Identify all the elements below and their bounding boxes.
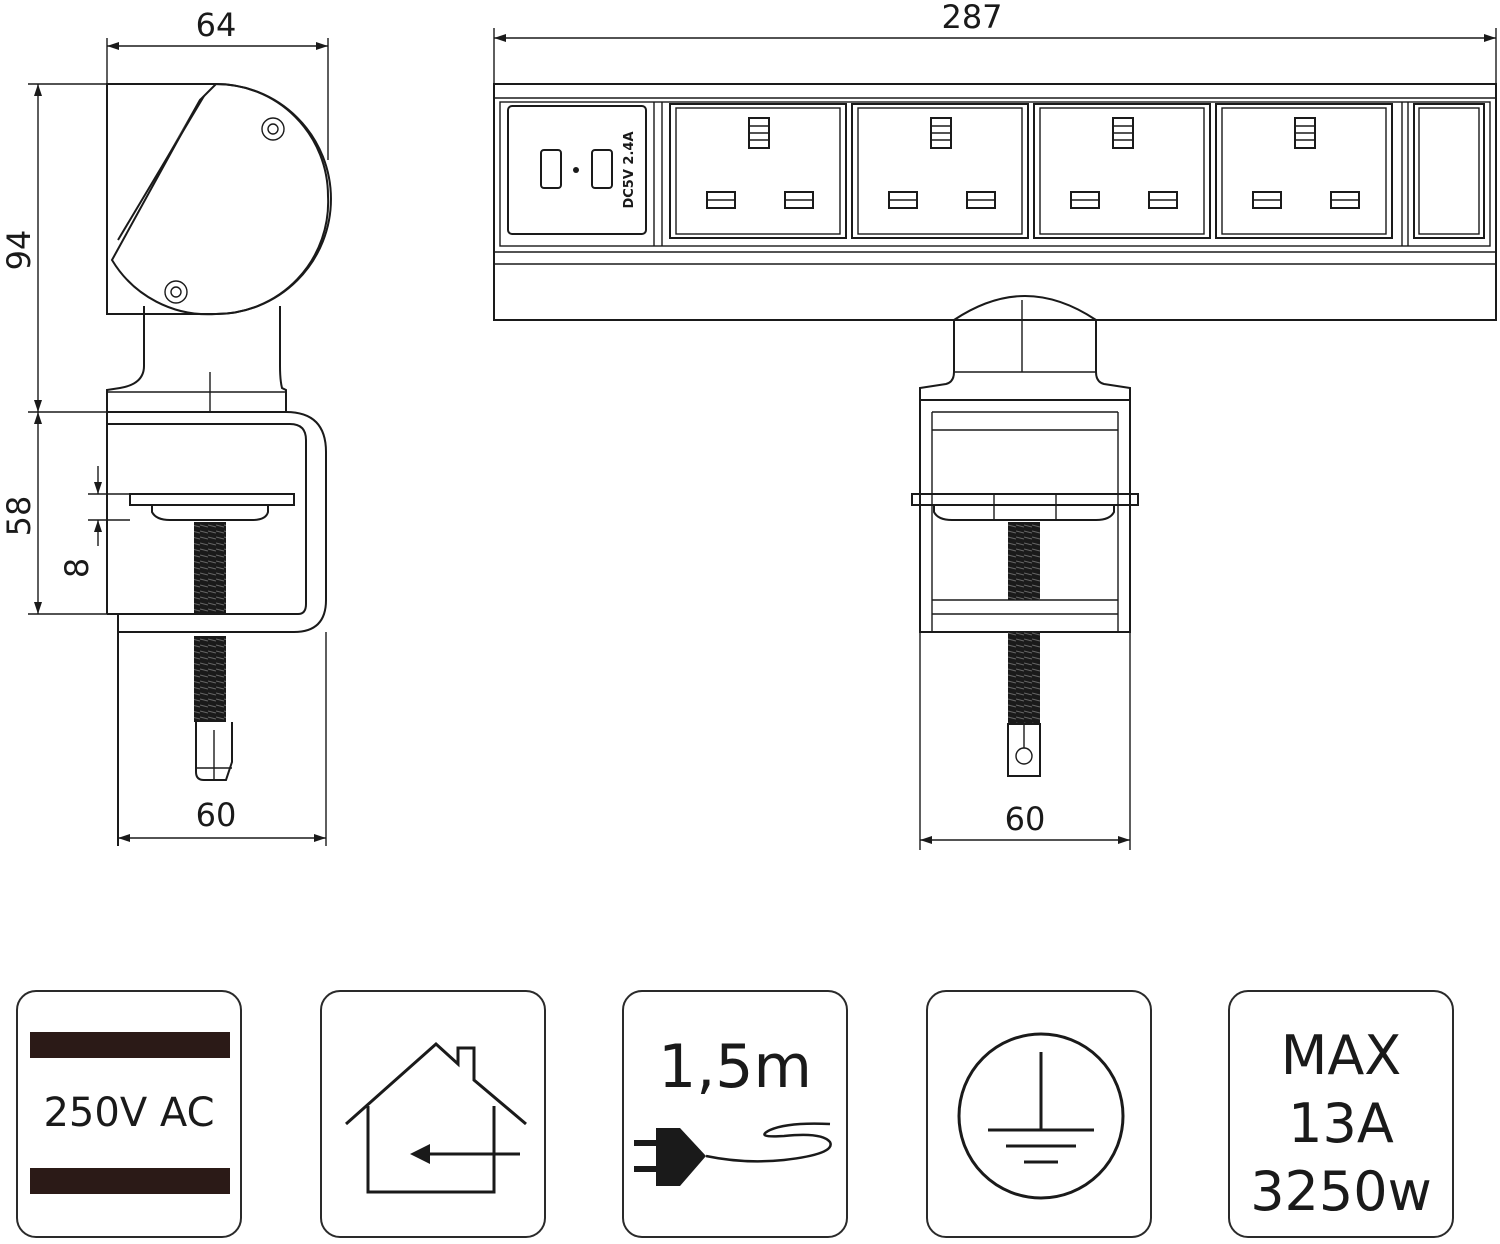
technical-drawing: 64 94 58 8 [0,0,1497,850]
socket-3 [1033,103,1211,239]
dim-front-clamp-width: 60 [919,632,1131,850]
dim-side-width-bottom: 60 [118,632,327,846]
cable-spec-box: 1,5m [622,990,848,1238]
dim-8-label: 8 [58,558,96,578]
socket-1 [669,103,847,239]
dim-58-label: 58 [0,496,38,537]
indoor-house-icon [345,1041,527,1194]
earth-spec-box [926,990,1152,1238]
usb-module: DC5V 2.4A [507,105,647,235]
indoor-spec-box [320,990,546,1238]
amp-label: 13A [1288,1092,1394,1155]
side-view: 64 94 58 8 [0,6,332,846]
dim-287-label: 287 [941,0,1002,36]
cable-length-label: 1,5m [658,1032,812,1102]
dim-side-height-upper: 94 [0,83,205,413]
dim-60-front-label: 60 [1005,800,1046,838]
socket-4 [1215,103,1393,239]
dim-64-label: 64 [196,6,237,44]
usb-rating-label: DC5V 2.4A [622,131,637,208]
dim-60-side-label: 60 [196,796,237,834]
voltage-spec-box: 250V AC [16,990,242,1238]
dim-front-width: 287 [493,0,1497,90]
front-view: 287 DC5V 2.4A [493,0,1497,850]
voltage-label: 250V AC [43,1090,215,1136]
plug-cable-icon [634,1122,832,1186]
watt-label: 3250w [1250,1160,1432,1223]
max-label: MAX [1280,1024,1402,1087]
dim-clamp-thickness: 8 [58,466,130,578]
socket-2 [851,103,1029,239]
power-switch [1413,103,1485,239]
max-rating-spec-box: MAX 13A 3250w [1228,990,1454,1238]
earth-ground-icon [957,1032,1125,1200]
dim-side-height-lower: 58 [0,412,110,615]
dim-side-width-top: 64 [106,6,329,160]
dim-94-label: 94 [0,230,38,271]
